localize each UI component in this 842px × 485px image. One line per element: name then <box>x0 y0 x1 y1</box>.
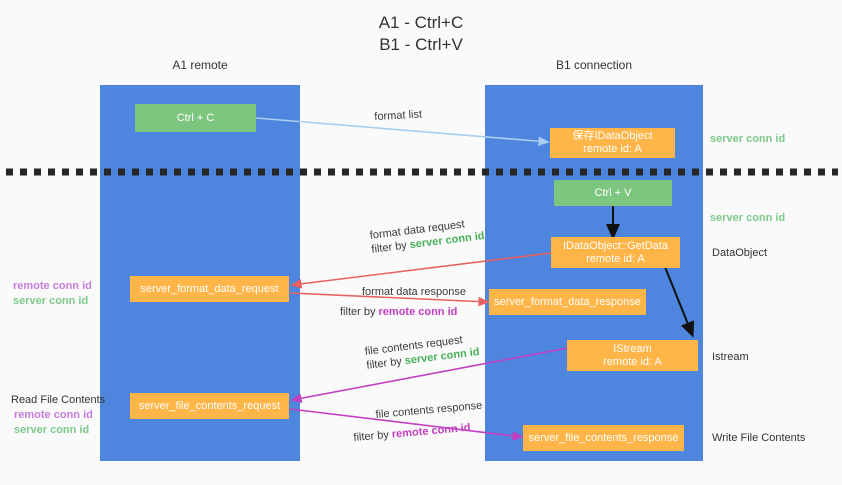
note-server-conn-id-mid: server conn id <box>710 212 786 224</box>
note-istream: Istream <box>712 351 749 363</box>
edge-label-file-contents-response: file contents response filter by remote … <box>353 399 485 444</box>
note-read-file-contents: Read File Contents remote conn id server… <box>11 393 105 438</box>
node-idataobject-getdata[interactable]: IDataObject::GetData remote id: A <box>551 237 680 268</box>
edge-label-format-data-request: format data request filter by server con… <box>369 215 485 257</box>
note-dataobject: DataObject <box>712 247 768 259</box>
format-data-response-line1: format data response <box>362 286 466 298</box>
filter-prefix: filter by <box>365 355 406 372</box>
format-data-response-line2: filter by remote conn id <box>340 305 466 319</box>
edge-label-format-list: format list <box>374 108 422 124</box>
remote-conn-id-emphasis: remote conn id <box>378 306 458 318</box>
filter-prefix: filter by <box>370 239 411 256</box>
node-ctrl-c[interactable]: Ctrl + C <box>135 104 256 132</box>
node-server-format-data-response[interactable]: server_format_data_response <box>489 289 646 315</box>
file-contents-response-line2: filter by remote conn id <box>353 420 485 445</box>
note-server-conn-id: server conn id <box>14 424 90 436</box>
node-istream[interactable]: IStream remote id: A <box>567 340 698 371</box>
note-remote-conn-id: remote conn id <box>14 409 93 421</box>
note-remote-conn-id: remote conn id <box>13 280 92 292</box>
note-read-file-contents-heading: Read File Contents <box>11 394 106 406</box>
note-server-conn-id: server conn id <box>13 295 89 307</box>
edge-label-format-data-response: format data response filter by remote co… <box>340 285 466 319</box>
node-ctrl-v[interactable]: Ctrl + V <box>554 180 672 206</box>
node-server-file-contents-response[interactable]: server_file_contents_response <box>523 425 684 451</box>
node-server-format-data-request[interactable]: server_format_data_request <box>130 276 289 302</box>
note-write-file-contents: Write File Contents <box>712 432 806 444</box>
edge-label-format-list-text: format list <box>374 108 423 123</box>
node-server-file-contents-request[interactable]: server_file_contents_request <box>130 393 289 419</box>
filter-prefix: filter by <box>353 428 393 444</box>
lane-title-a1: A1 remote <box>172 58 228 72</box>
note-server-conn-id-top: server conn id <box>710 133 786 145</box>
node-save-idataobject[interactable]: 保存IDataObject remote id: A <box>550 128 675 158</box>
remote-conn-id-emphasis: remote conn id <box>391 421 471 441</box>
lane-title-b1: B1 connection <box>555 58 633 72</box>
filter-prefix: filter by <box>340 306 379 318</box>
edge-label-file-contents-request: file contents request filter by server c… <box>364 331 480 373</box>
note-format-conn-ids: remote conn id server conn id <box>13 279 92 309</box>
diagram-title: A1 - Ctrl+C B1 - Ctrl+V <box>378 13 464 54</box>
file-contents-response-line1: file contents response <box>375 399 483 421</box>
